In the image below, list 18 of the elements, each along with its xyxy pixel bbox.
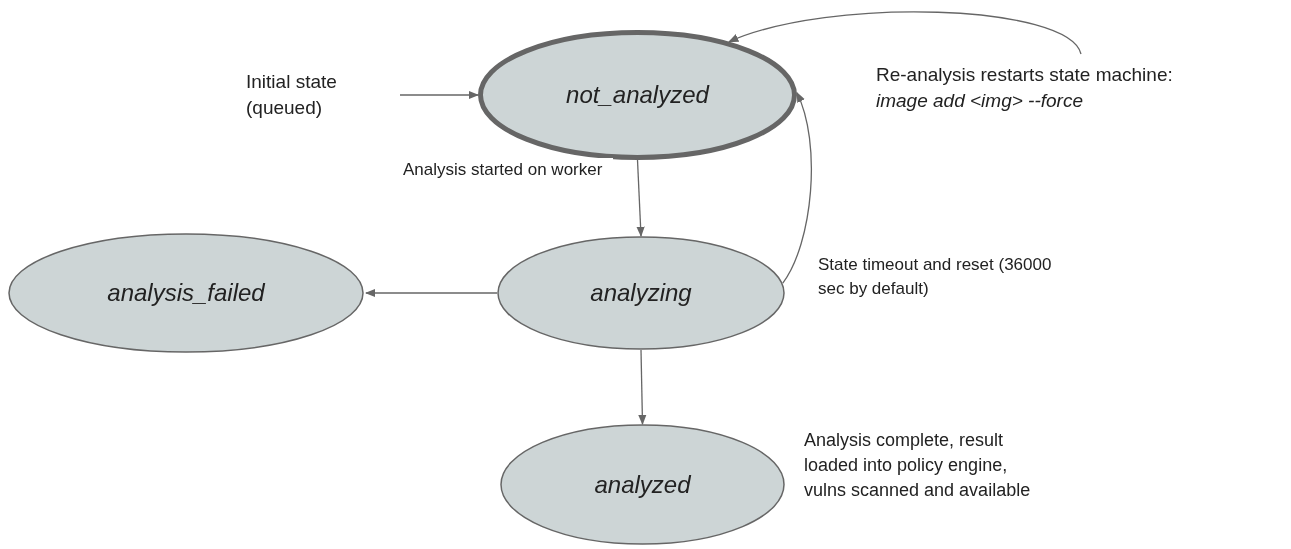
arrow — [782, 91, 812, 284]
arrow — [728, 11, 1082, 55]
state-label: analyzed — [594, 469, 691, 500]
arrow — [638, 349, 647, 426]
state-label: analysis_failed — [107, 278, 265, 308]
arrow — [636, 159, 645, 238]
state-ellipse — [478, 30, 797, 160]
state-note: Analysis complete, result loaded into policy engine, vulns scanned and available — [804, 429, 1032, 502]
state-ellipse — [8, 233, 364, 353]
annotation-text: Initial state (queued) — [246, 70, 338, 120]
state-label: not_analyzed — [566, 80, 709, 110]
annotation-text: image add <img> --force — [876, 89, 1084, 113]
arrow — [364, 288, 498, 298]
annotation-text: Re-analysis restarts state machine: — [876, 63, 1174, 87]
state-ellipse — [500, 424, 785, 545]
state-ellipse — [497, 236, 785, 350]
state-label: analyzing — [590, 278, 692, 308]
arrow — [399, 90, 480, 100]
